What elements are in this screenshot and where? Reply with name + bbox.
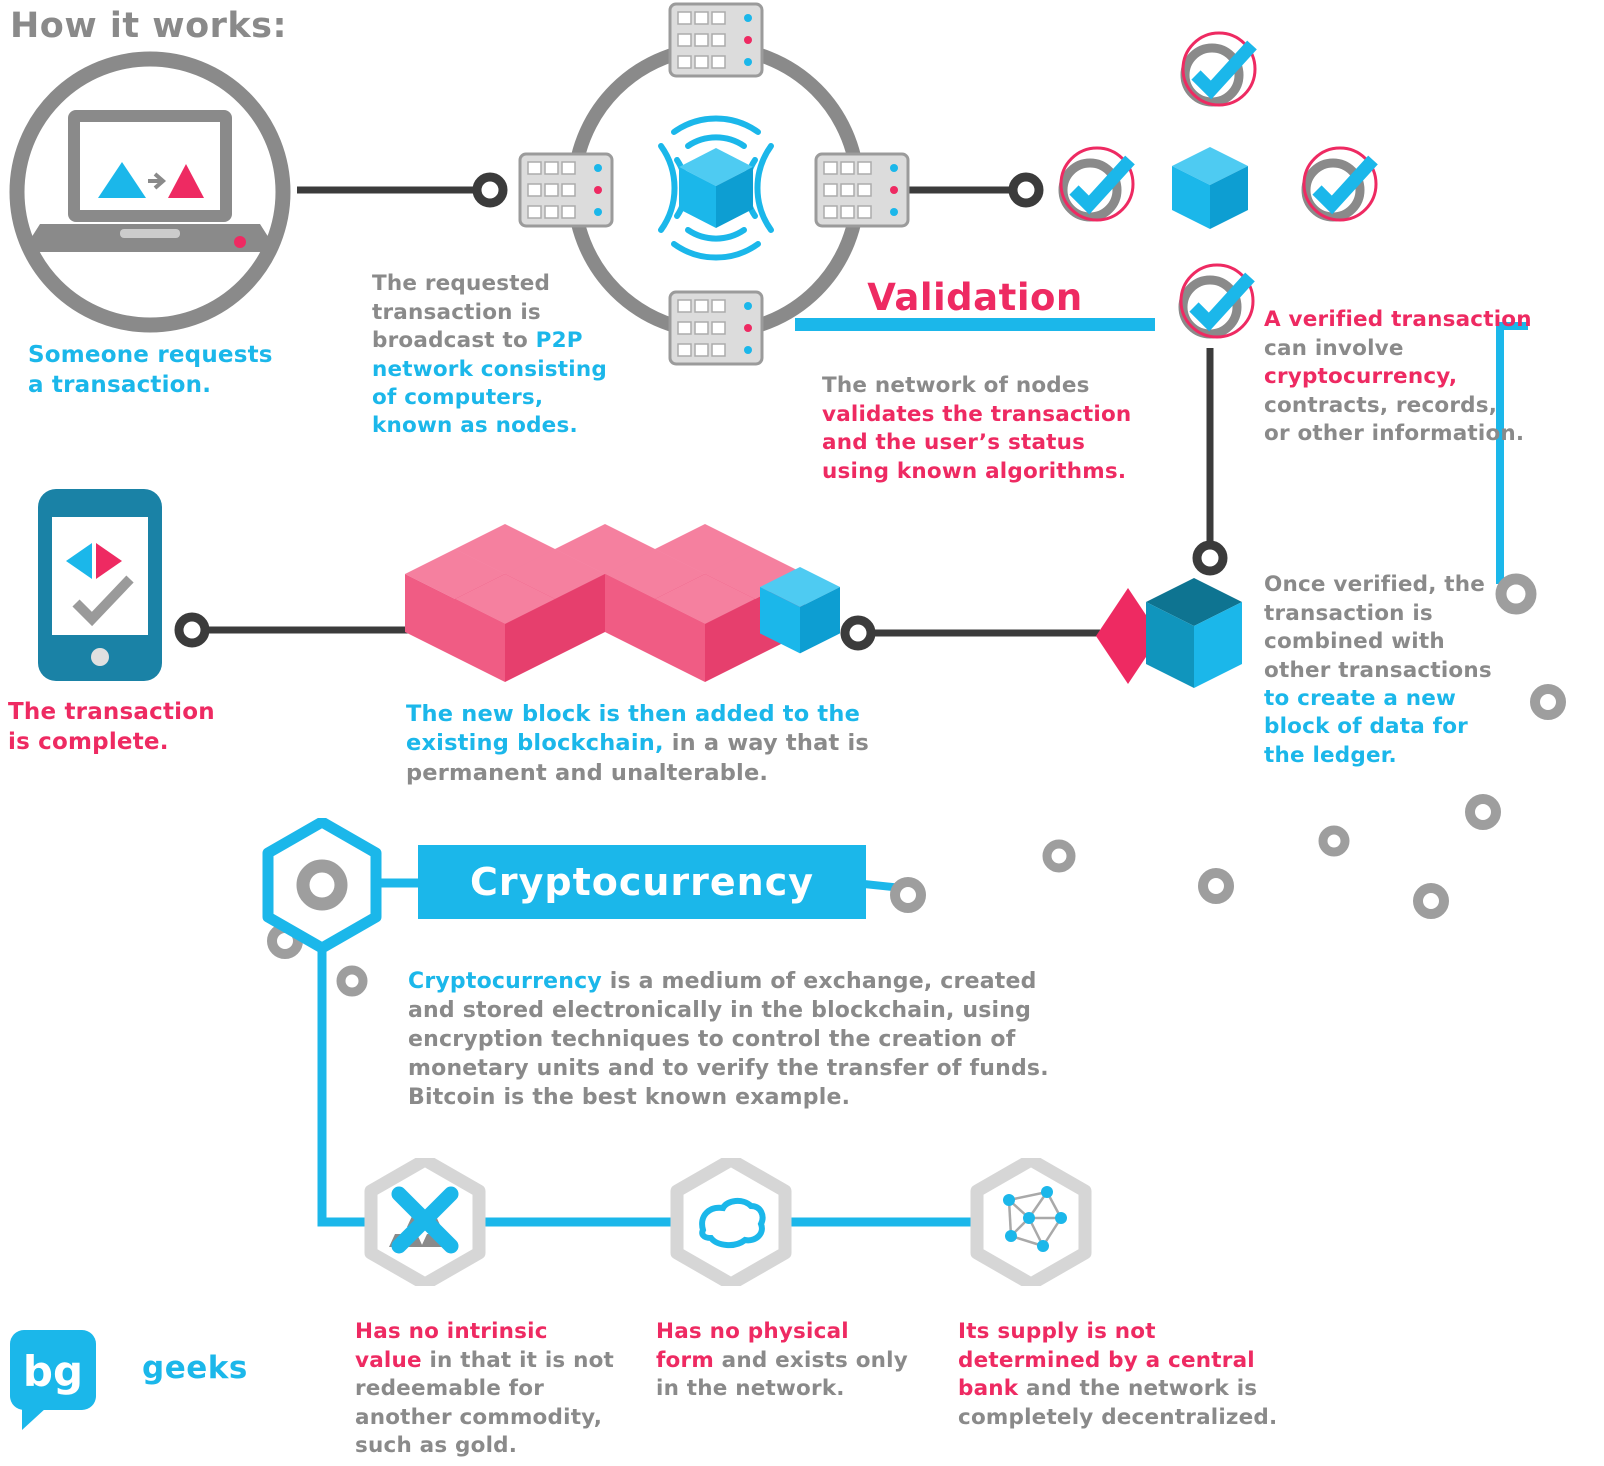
server-node-left-icon bbox=[518, 152, 614, 228]
new-block-icon bbox=[1096, 578, 1242, 688]
diamond-icon bbox=[1096, 588, 1160, 684]
block-cube-icon bbox=[679, 148, 753, 228]
phone-left-triangle-icon bbox=[66, 543, 92, 579]
brand-logo-icon: bg bbox=[10, 1330, 96, 1430]
check-badge-top-icon bbox=[1183, 33, 1255, 105]
verified-text: A verified transaction can involve crypt… bbox=[1264, 307, 1532, 446]
brand-logo-text: bg bbox=[23, 1347, 83, 1396]
combine-text: Once verified, the transaction is combin… bbox=[1264, 572, 1492, 768]
upload-triangle-icon bbox=[98, 162, 146, 198]
crypto-desc-text: Cryptocurrency is a medium of exchange, … bbox=[408, 969, 1049, 1111]
arrow-icon bbox=[148, 172, 167, 190]
server-node-top-icon bbox=[668, 2, 764, 78]
feature-3-text: Its supply is not determined by a centra… bbox=[958, 1319, 1278, 1430]
crypto-heading: Cryptocurrency bbox=[469, 860, 815, 904]
blockchain-cubes-icon bbox=[405, 524, 840, 682]
validation-heading: Validation bbox=[867, 276, 1083, 319]
new-block-text: The new block is then added to the exist… bbox=[406, 700, 869, 787]
dark-donut-dots bbox=[174, 172, 1228, 651]
page-title: How it works: bbox=[10, 6, 288, 46]
network-nodes-icon bbox=[1003, 1186, 1067, 1252]
complete-text: The transaction is complete. bbox=[8, 699, 215, 756]
validated-cube-icon bbox=[1172, 147, 1248, 229]
check-badge-left-icon bbox=[1061, 148, 1133, 220]
x-mark-icon bbox=[391, 1186, 459, 1254]
feature-1-text: Has no intrinsic value in that it is not… bbox=[355, 1319, 615, 1458]
home-button-icon bbox=[91, 648, 109, 666]
step-broadcast-text: The requested transaction is broadcast t… bbox=[372, 242, 632, 441]
check-badge-bottom-icon bbox=[1181, 265, 1253, 337]
nugget-outline-icon bbox=[699, 1198, 766, 1248]
verification-checks-icon bbox=[1040, 25, 1390, 360]
validation-underline bbox=[795, 318, 1155, 331]
broadcast-text-cyan: P2P network consisting of computers, kno… bbox=[372, 328, 607, 439]
server-node-right-icon bbox=[814, 152, 910, 228]
feature-hex-form-icon bbox=[670, 1158, 792, 1286]
step-request-text: Someone requests a transaction. bbox=[28, 342, 273, 399]
phone-icon bbox=[38, 489, 162, 681]
phone-check-icon bbox=[72, 575, 134, 627]
server-node-bottom-icon bbox=[668, 290, 764, 366]
crypto-banner: Cryptocurrency bbox=[418, 845, 866, 919]
validation-body-text: The network of nodes validates the trans… bbox=[822, 373, 1132, 484]
laptop-circle-icon bbox=[9, 51, 291, 333]
broadcast-text-gray: The requested transaction is broadcast t… bbox=[372, 271, 551, 354]
transfer-triangle-icon bbox=[168, 164, 204, 198]
feature-hex-network-icon bbox=[970, 1158, 1092, 1286]
crypto-hexagon-icon bbox=[262, 818, 382, 954]
p2p-network-icon bbox=[518, 2, 910, 366]
phone-right-triangle-icon bbox=[96, 543, 122, 579]
feature-2-text: Has no physical form and exists only in … bbox=[656, 1319, 908, 1402]
brand-name: geeks bbox=[142, 1350, 248, 1386]
feature-hex-gold-icon bbox=[364, 1158, 486, 1286]
check-badge-right-icon bbox=[1304, 148, 1376, 220]
